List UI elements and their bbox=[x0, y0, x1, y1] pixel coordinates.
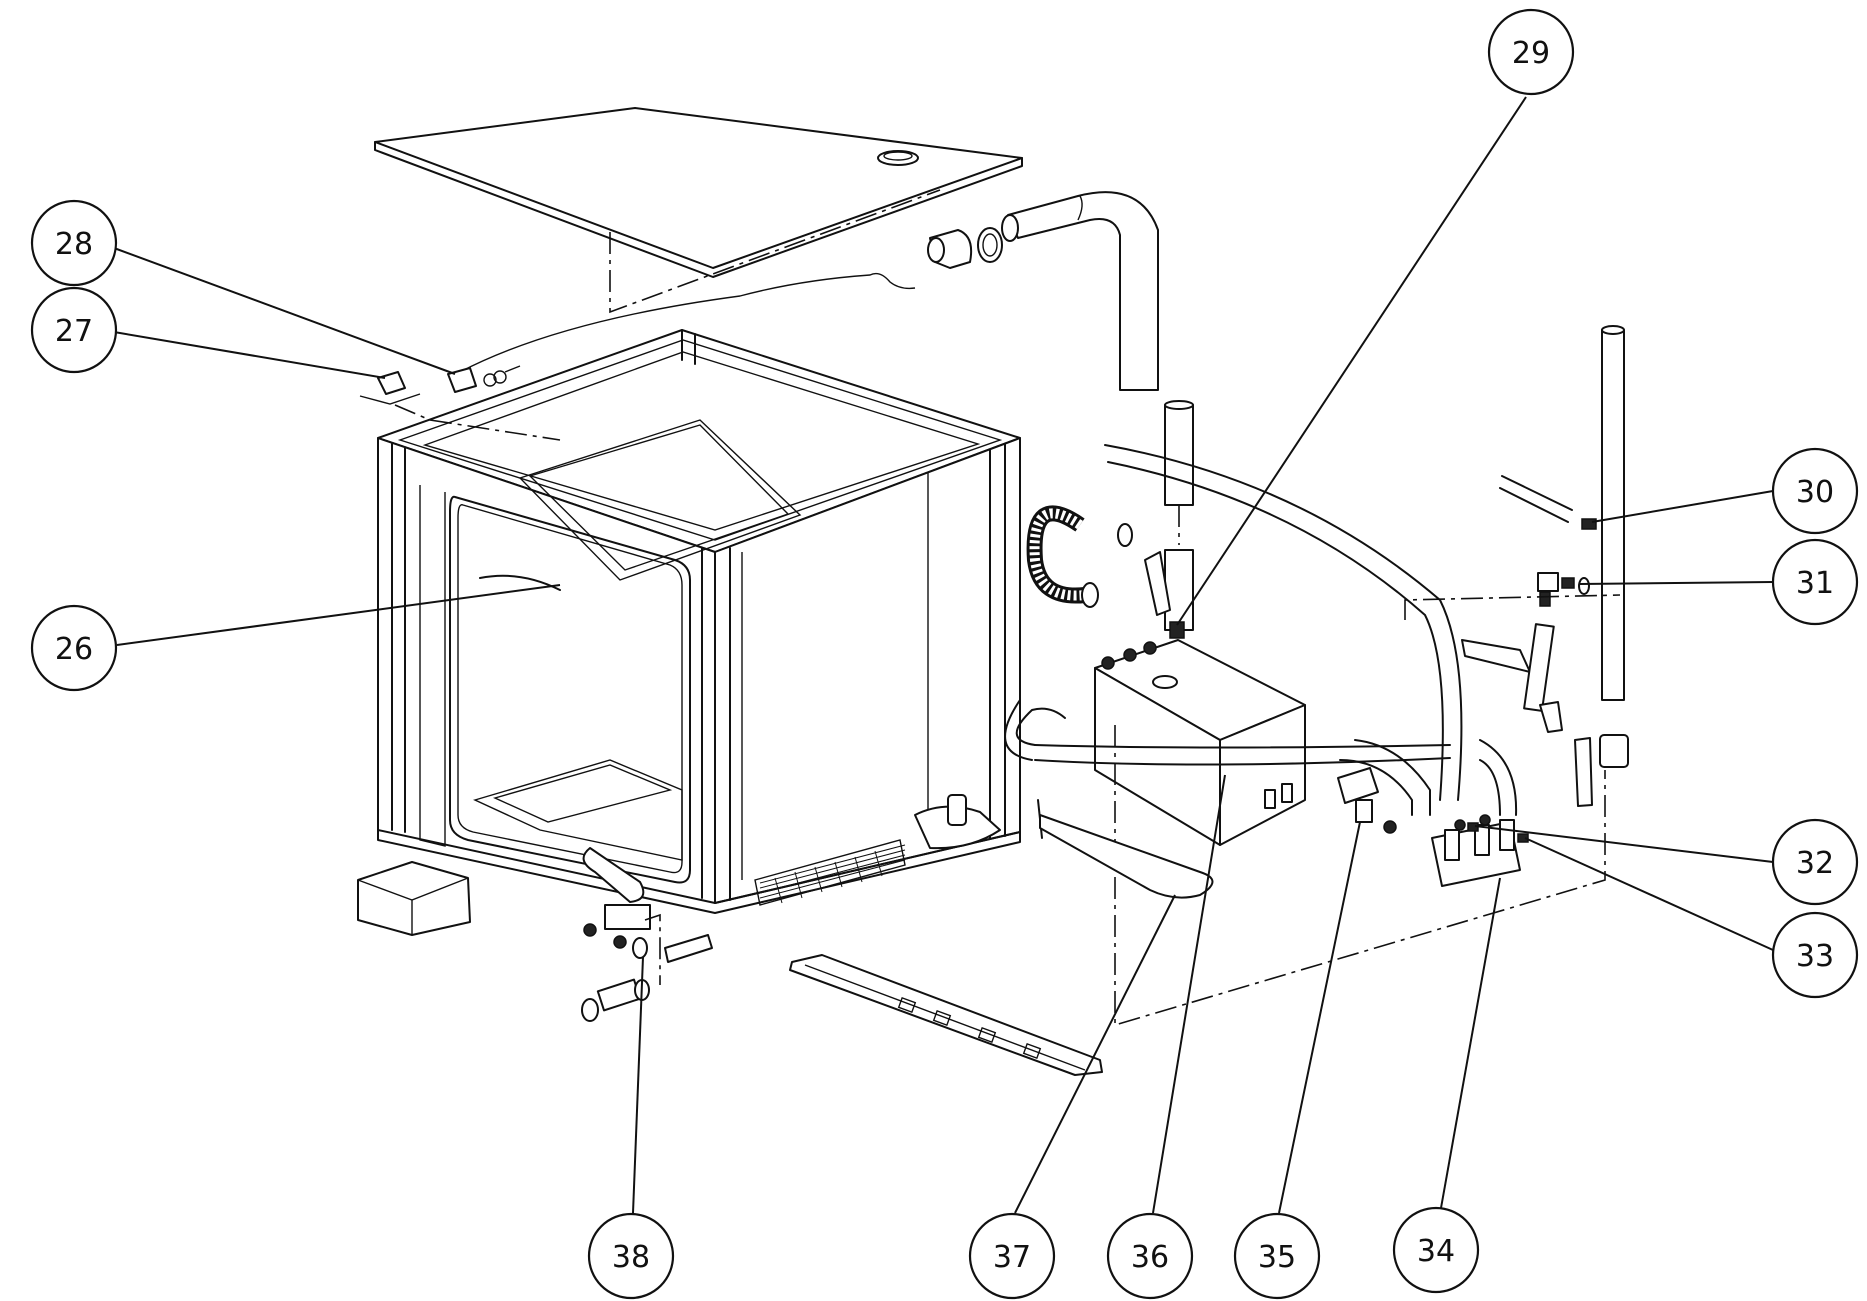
callout-30-label: 30 bbox=[1796, 475, 1834, 510]
tank-fitting bbox=[1169, 621, 1185, 639]
callout-27: 27 bbox=[30, 286, 118, 374]
cabinet-frame bbox=[377, 329, 1021, 914]
short-hose bbox=[1574, 737, 1593, 807]
callout-33-label: 33 bbox=[1796, 939, 1834, 974]
tank bbox=[1094, 639, 1306, 846]
callout-38-label: 38 bbox=[612, 1240, 650, 1275]
assembly-dashframe bbox=[1114, 725, 1606, 1027]
elbow-pipe bbox=[1001, 191, 1194, 506]
corner-bracket bbox=[357, 861, 471, 936]
leader-29 bbox=[1176, 96, 1527, 626]
cable bbox=[459, 272, 916, 373]
callout-33: 33 bbox=[1771, 911, 1859, 999]
callout-30: 30 bbox=[1771, 447, 1859, 535]
leader-34 bbox=[1440, 877, 1501, 1209]
top-cover-panel bbox=[374, 107, 1023, 278]
callout-31-label: 31 bbox=[1796, 566, 1834, 601]
y-connector bbox=[1539, 701, 1563, 733]
solenoid-valve bbox=[1337, 767, 1397, 834]
callout-36-label: 36 bbox=[1131, 1240, 1169, 1275]
drain-dashline bbox=[644, 913, 661, 985]
leader-26 bbox=[116, 584, 561, 646]
leader-27 bbox=[113, 331, 386, 379]
union-fitting bbox=[927, 227, 1003, 269]
leader-lines bbox=[113, 96, 1774, 1214]
callout-32: 32 bbox=[1771, 818, 1859, 906]
callout-31: 31 bbox=[1771, 538, 1859, 626]
corrugated-hose bbox=[1026, 505, 1133, 608]
drain-pipe bbox=[581, 847, 713, 1022]
callout-26: 26 bbox=[30, 604, 118, 692]
callout-35: 35 bbox=[1233, 1212, 1321, 1300]
valve-manifold-port-2 bbox=[1517, 833, 1529, 843]
callout-35-label: 35 bbox=[1258, 1240, 1296, 1275]
leader-37 bbox=[1014, 894, 1176, 1214]
tee-pipe bbox=[1461, 639, 1531, 673]
leader-28 bbox=[113, 247, 456, 375]
switch-dashline bbox=[394, 404, 561, 441]
callout-32-label: 32 bbox=[1796, 846, 1834, 881]
callout-26-label: 26 bbox=[55, 632, 93, 667]
callout-37-label: 37 bbox=[993, 1240, 1031, 1275]
leader-30 bbox=[1591, 490, 1774, 523]
callout-29: 29 bbox=[1487, 8, 1575, 96]
valve-manifold bbox=[1431, 814, 1521, 887]
callout-29-label: 29 bbox=[1512, 36, 1550, 71]
hose-nipple bbox=[1581, 518, 1597, 530]
coupling bbox=[1599, 734, 1629, 768]
callout-38: 38 bbox=[587, 1212, 675, 1300]
callout-28: 28 bbox=[30, 199, 118, 287]
y-pipe bbox=[1144, 549, 1194, 631]
callout-27-label: 27 bbox=[55, 314, 93, 349]
tee-riser bbox=[1523, 623, 1555, 712]
callout-34-label: 34 bbox=[1417, 1234, 1455, 1269]
vertical-pipe bbox=[1601, 325, 1625, 701]
callout-28-label: 28 bbox=[55, 227, 93, 262]
callout-37: 37 bbox=[968, 1212, 1056, 1300]
assembly-dashframe-2 bbox=[1404, 594, 1621, 620]
leader-33 bbox=[1524, 837, 1774, 951]
switch-right bbox=[447, 365, 521, 393]
leader-38 bbox=[632, 956, 644, 1214]
callout-36: 36 bbox=[1106, 1212, 1194, 1300]
callout-34: 34 bbox=[1392, 1206, 1480, 1294]
switch-left bbox=[359, 371, 421, 405]
hoses bbox=[1004, 444, 1518, 816]
elbow-fitting bbox=[1537, 572, 1590, 607]
top-panel-dashline bbox=[609, 189, 941, 314]
leader-35 bbox=[1278, 821, 1361, 1214]
inlet-hose-2 bbox=[1499, 487, 1569, 523]
leader-31 bbox=[1579, 581, 1774, 585]
bottom-rail bbox=[789, 954, 1103, 1076]
leader-36 bbox=[1152, 774, 1226, 1214]
inlet-hose bbox=[1501, 475, 1573, 511]
leader-32 bbox=[1474, 825, 1774, 863]
